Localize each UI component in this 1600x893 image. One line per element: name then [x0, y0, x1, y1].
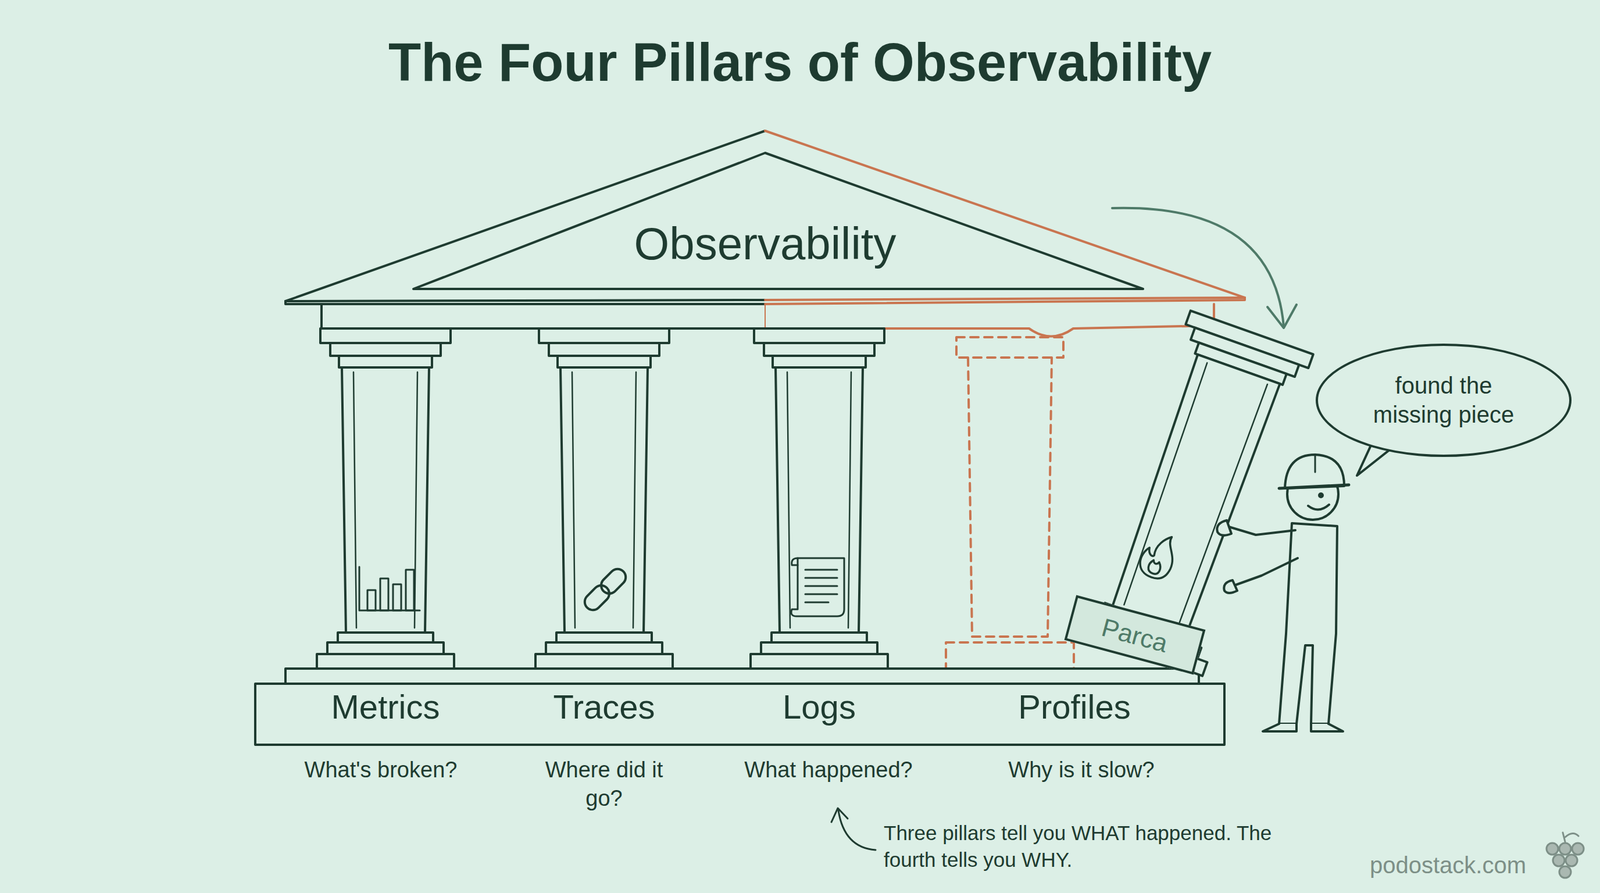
node-text: Profiles — [1018, 686, 1131, 729]
grape-logo — [1546, 832, 1584, 878]
node-text: Parca — [1098, 611, 1171, 660]
question-label: What happened? — [706, 755, 951, 785]
note-arrow — [831, 808, 876, 850]
missing-column — [945, 337, 1074, 669]
title: The Four Pillars of Observability — [0, 30, 1600, 95]
flame-icon — [1136, 529, 1181, 583]
traces-column — [535, 328, 673, 669]
pediment-label: Observability — [622, 204, 909, 285]
metrics-column — [316, 328, 455, 669]
node-text: Metrics — [331, 686, 441, 729]
node-text: Traces — [552, 686, 655, 729]
logs-column — [750, 328, 888, 669]
question-label: Where did it go? — [531, 755, 677, 814]
worker-figure — [1216, 454, 1349, 732]
node-text: Observability — [634, 215, 897, 273]
base-platform-labels: Metrics Traces Logs Profiles — [255, 668, 1225, 745]
node-text: found the missing piece — [1356, 370, 1531, 430]
speech-bubble: found the missing piece — [1315, 343, 1572, 457]
base-platform — [255, 668, 1225, 745]
watermark: podostack.com — [1369, 850, 1545, 881]
fallen-column — [1073, 309, 1317, 676]
question-label: Why is it slow? — [959, 755, 1204, 785]
question-label: What's broken? — [258, 755, 503, 785]
chain-link-icon — [581, 565, 630, 614]
note-text: Three pillars tell you WHAT happened. Th… — [883, 819, 1303, 873]
bar-chart-icon — [359, 566, 420, 611]
node-text: Logs — [782, 686, 856, 729]
pointer-arrow — [1112, 208, 1297, 328]
scroll-icon — [791, 558, 845, 617]
pediment — [285, 130, 1245, 337]
